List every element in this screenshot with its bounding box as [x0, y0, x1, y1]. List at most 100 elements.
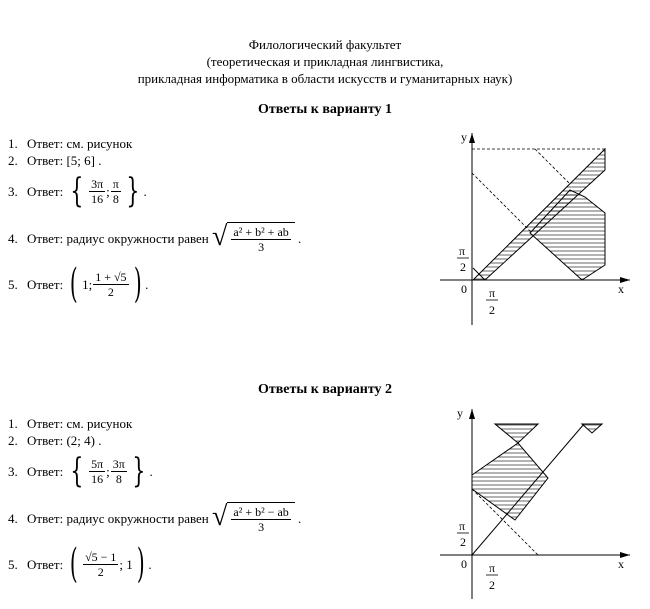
v2-y-tick-pi: π — [459, 519, 465, 533]
v2-a4-numerator: a² + b² − ab — [231, 505, 291, 520]
v1-y-label: y — [461, 130, 467, 144]
v1-dashed-diag-2 — [534, 148, 571, 185]
v1-x-arrow — [620, 277, 630, 283]
v1-x-tick-two: 2 — [489, 303, 495, 317]
variant2-title: Ответы к варианту 2 — [257, 382, 393, 397]
v2-answer-5-label: Ответ: — [27, 556, 64, 572]
v1-graph: y x 0 π 2 π 2 — [440, 130, 630, 325]
v1-answer-3-left-brace: { — [70, 171, 84, 211]
v2-y-label: y — [457, 406, 463, 420]
v2-answer-5-left-paren: ( — [70, 541, 79, 587]
v1-y-tick-two: 2 — [460, 260, 466, 274]
v2-a3-tail: . — [149, 463, 153, 479]
v2-answer-1-text: Ответ: см. рисунок — [27, 416, 133, 431]
v2-answer-1: 1. Ответ: см. рисунок — [8, 416, 132, 431]
v1-edge — [472, 267, 486, 281]
v2-answer-1-number: 1. — [8, 416, 18, 431]
v2-top-triangle — [493, 423, 540, 444]
v2-a3-f2-num: 3π — [110, 456, 127, 472]
v2-graph: y x 0 π 2 π 2 — [440, 406, 630, 599]
v1-hatched-strip — [471, 147, 606, 281]
v1-answer-1: 1.Ответ: см. рисунок — [8, 136, 132, 151]
variant1-title: Ответы к варианту 1 — [257, 102, 393, 117]
v2-x-arrow — [620, 552, 630, 558]
v1-x-label: x — [618, 282, 624, 296]
v2-answer-4-number: 4. — [8, 510, 18, 526]
v2-x-label: x — [618, 557, 624, 571]
v2-x-tick-pi: π — [489, 561, 495, 575]
v1-answer-5-number: 5. — [8, 276, 18, 292]
v1-a3-tail: . — [143, 183, 147, 199]
v1-answer-3-label: Ответ: — [27, 183, 64, 199]
v1-a4-numerator: a² + b² + ab — [231, 225, 291, 240]
v2-small-triangle — [580, 423, 604, 434]
v1-answer-2: 2. Ответ: [5; 6] . — [8, 153, 101, 168]
v1-a5-first: 1; — [82, 276, 93, 292]
faculty-subtitle-2: прикладная информатика в области искусст… — [137, 71, 513, 86]
v1-answer-3-number: 3. — [8, 183, 18, 199]
v2-a5-last: ; 1 — [119, 556, 133, 572]
v2-answer-2-number: 2. — [8, 433, 18, 448]
v2-a4-denominator: 3 — [258, 520, 265, 534]
v2-a4-tail: . — [298, 510, 302, 526]
v1-a3-f2-den: 8 — [112, 191, 119, 206]
v2-answer-3-left-brace: { — [70, 451, 84, 491]
v1-y-arrow — [469, 133, 475, 143]
v1-dashed-diag-1 — [471, 172, 533, 234]
v1-a5-num: 1 + √5 — [93, 269, 129, 285]
v2-answer-5-number: 5. — [8, 556, 18, 572]
v1-answer-4: 4. Ответ: радиус окружности равен √ a² +… — [8, 222, 302, 255]
v1-answer-4-label: Ответ: радиус окружности равен — [27, 230, 209, 246]
v2-answer-4-radical: √ — [212, 501, 228, 532]
v1-a3-separator: ; — [106, 183, 110, 199]
v2-answer-3-number: 3. — [8, 463, 18, 479]
v2-origin: 0 — [461, 557, 467, 571]
v1-answer-2-number: 2. — [8, 153, 18, 168]
v2-a5-num: √5 − 1 — [83, 549, 119, 565]
v2-y-arrow — [469, 409, 475, 419]
v1-a3-f1-den: 16 — [91, 191, 104, 206]
v1-answer-5-right-paren: ) — [133, 261, 142, 307]
v2-answer-4: 4. Ответ: радиус окружности равен √ a² +… — [8, 502, 302, 535]
v2-answer-3-label: Ответ: — [27, 463, 64, 479]
v2-hatched-region — [471, 442, 549, 521]
faculty-title: Филологический факультет — [248, 37, 402, 52]
v1-x-tick-pi: π — [489, 286, 495, 300]
v1-origin: 0 — [461, 282, 467, 296]
v2-y-tick-two: 2 — [460, 535, 466, 549]
v2-dashed-diag — [471, 488, 539, 556]
v1-a3-f2-num: π — [110, 176, 121, 192]
v1-answer-5-left-paren: ( — [70, 261, 79, 307]
v1-answer-3-right-brace: } — [126, 171, 140, 211]
v2-answer-2-text: Ответ: (2; 4) . — [27, 433, 102, 448]
v2-a3-separator: ; — [106, 463, 110, 479]
v2-a3-f2-den: 8 — [115, 471, 122, 486]
v2-a3-f1-den: 16 — [91, 471, 104, 486]
v1-answer-5-label: Ответ: — [27, 276, 64, 292]
v2-answer-3-right-brace: } — [132, 451, 146, 491]
v1-a3-f1-num: 3π — [89, 176, 106, 192]
v1-answer-2-text: Ответ: [5; 6] . — [27, 153, 102, 168]
v1-hatched-region — [529, 189, 606, 281]
v1-answer-4-radical: √ — [212, 221, 228, 252]
v1-a4-tail: . — [298, 230, 302, 246]
v2-x-tick-two: 2 — [489, 578, 495, 592]
faculty-subtitle-1: (теоретическая и прикладная лингвистика, — [206, 54, 444, 69]
v2-answer-2: 2. Ответ: (2; 4) . — [8, 433, 101, 448]
v1-answer-4-number: 4. — [8, 230, 18, 246]
v1-a4-denominator: 3 — [258, 240, 265, 254]
v1-a5-tail: . — [145, 276, 149, 292]
v2-a5-tail: . — [148, 556, 152, 572]
